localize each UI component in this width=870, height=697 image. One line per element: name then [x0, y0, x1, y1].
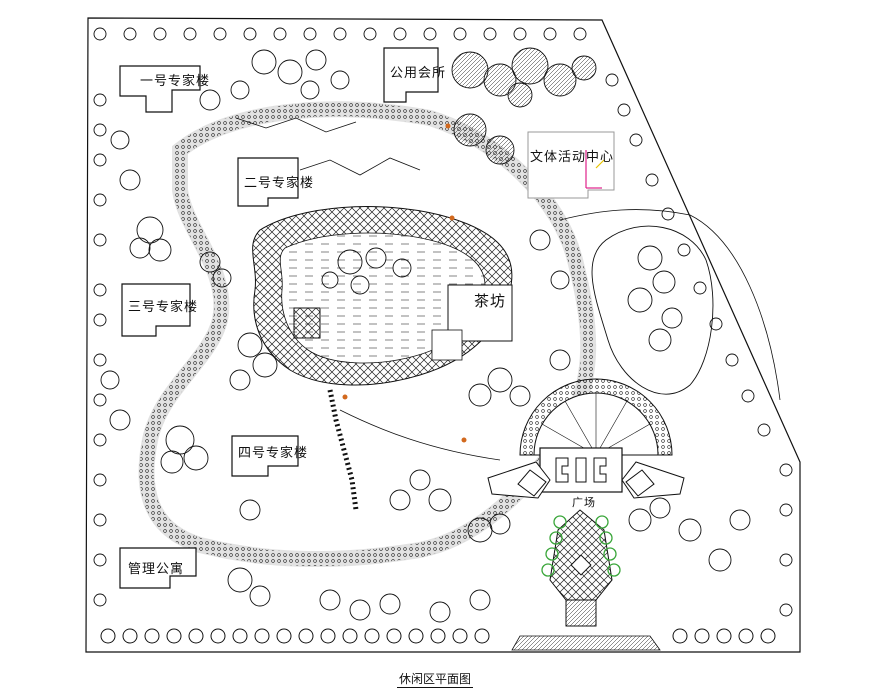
- label-plaza-gate: 广场: [572, 496, 596, 509]
- expert-building-3-outline: [121, 283, 191, 337]
- plaza: [487, 378, 685, 499]
- perimeter-trees: [93, 27, 793, 617]
- label-culture-center: 文体活动中心: [530, 150, 615, 165]
- drawing-caption: 休闲区平面图: [396, 672, 473, 688]
- management-apartment-outline: [119, 547, 197, 589]
- expert-building-1-outline: [119, 65, 201, 113]
- tree-cluster-north: [251, 47, 597, 165]
- expert-building-2-outline: [237, 157, 299, 207]
- label-expert-building-2: 二号专家楼: [244, 176, 315, 191]
- culture-center-outline: [527, 131, 615, 199]
- south-tree-row: [100, 628, 776, 644]
- tree-cluster-pond: [100, 70, 751, 623]
- label-public-hall: 公用会所: [390, 66, 447, 81]
- label-expert-building-3: 三号专家楼: [128, 300, 199, 315]
- label-tea-house: 茶坊: [474, 292, 507, 310]
- label-management-apartment: 管理公寓: [128, 562, 185, 577]
- drawing-caption-wrap: 休闲区平面图: [0, 668, 870, 688]
- expert-building-4-outline: [231, 435, 299, 477]
- east-garden-outline: [591, 225, 714, 395]
- site-boundary: [85, 17, 801, 653]
- label-expert-building-1: 一号专家楼: [140, 74, 211, 89]
- label-expert-building-4: 四号专家楼: [238, 446, 309, 461]
- public-hall-outline: [383, 47, 439, 103]
